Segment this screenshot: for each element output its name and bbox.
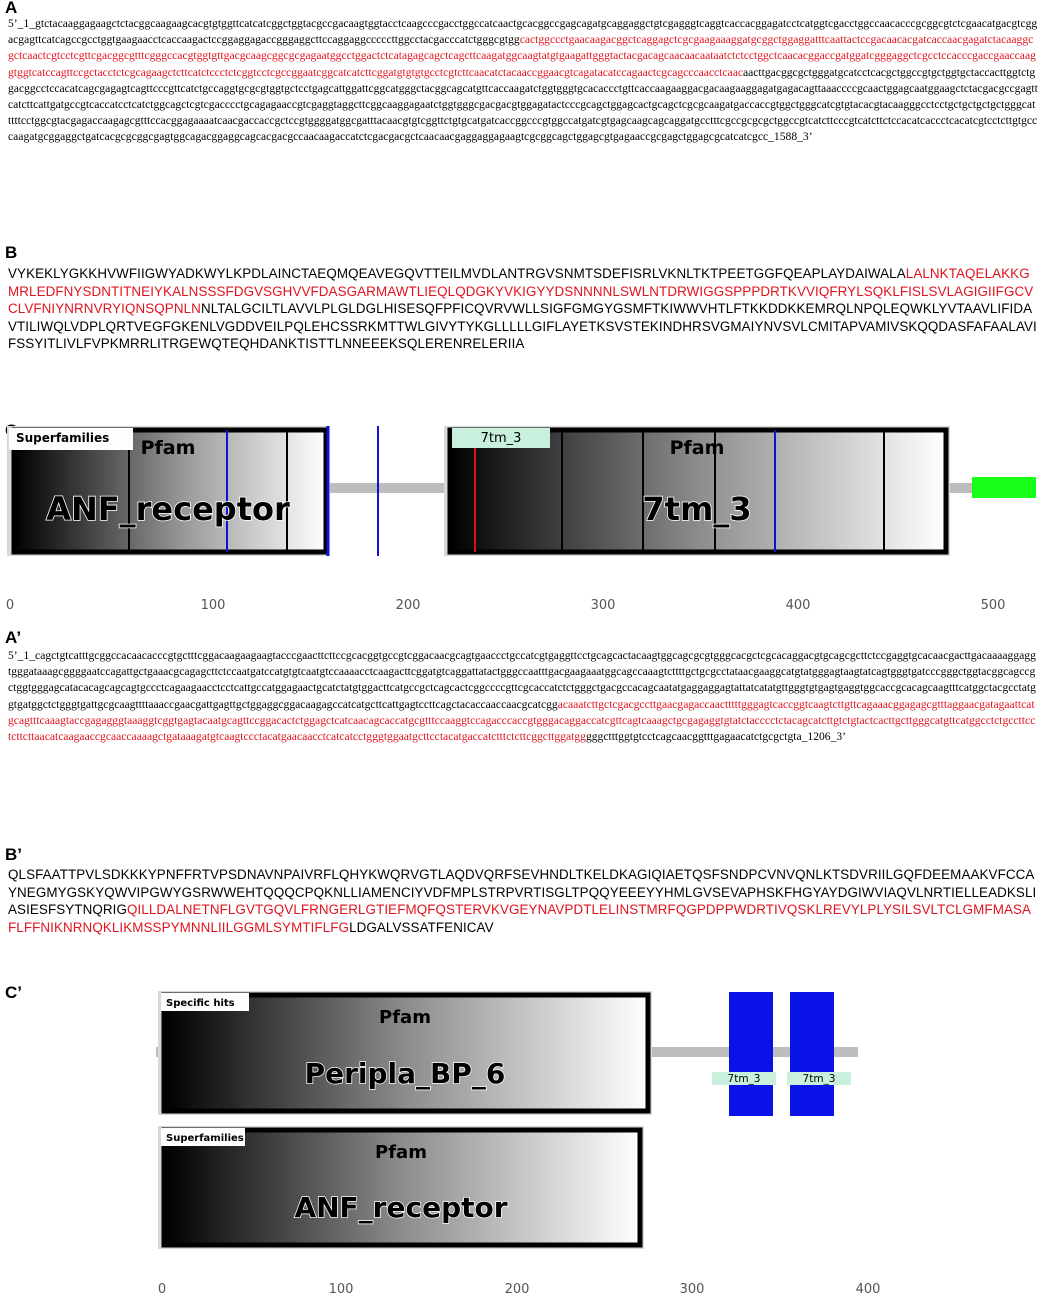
tick-label: 100 [329,1282,354,1297]
sequence-highlight: LALNKTAQELAKKGMRLEDFNYSDNTITNEIYKALNSSSF… [8,266,1034,317]
domain-diagram-c-prime: Specific hits Pfam Peripla_BP_6 7tm_3 7t… [156,991,881,1297]
tick-label: 500 [981,598,1006,613]
connector-line [330,483,445,493]
domain-name: Peripla_BP_6 [305,1057,506,1090]
axis-c: 0 100 200 300 400 500 [6,598,1006,613]
tm-label: 7tm_3 [728,1073,761,1085]
tag-label: Superfamilies [16,431,109,445]
sequence-segment: QLSFAATTPVLSDKKKYPNFFRTVPSDNAVNPAIVRFLQH… [8,867,1037,918]
source-label: Pfam [670,437,725,459]
nucleotide-sequence-a: 5’_1_gtctacaaggagaagctctacggcaagaagcacgt… [8,16,1038,146]
tag-label: 7tm_3 [481,431,522,446]
terminal-tail [972,477,1036,498]
panel-label-b: B [5,243,18,262]
tick-label: 300 [680,1282,705,1297]
protein-sequence-b: VYKEKLYGKKHVWFIIGWYADKWYLKPDLAINCTAEQMQE… [8,265,1038,353]
sequence-segment: 5’_1_cagctgtcatttgcggccacaacacccgtgctttc… [8,649,1036,711]
sequence-highlight: acaaatcttgctcgacgccttgaacgagaccaactttttg… [8,697,1036,744]
tm-segment-2[interactable]: 7tm_3 [787,992,851,1116]
tick-label: 200 [396,598,421,613]
domain-anf-receptor[interactable]: Superfamilies Pfam ANF_receptor [7,426,330,556]
tag-label: Specific hits [166,998,235,1009]
domain-peripla-bp-6[interactable]: Specific hits Pfam Peripla_BP_6 [158,991,652,1115]
tick-label: 400 [856,1282,881,1297]
panel-label-c-prime: C’ [5,983,22,1002]
tick-label: 100 [201,598,226,613]
domain-7tm-3[interactable]: 7tm_3 Pfam 7tm_3 [444,426,950,556]
panel-label-b-prime: B’ [5,845,22,864]
tick-label: 300 [591,598,616,613]
protein-sequence-b-prime: QLSFAATTPVLSDKKKYPNFFRTVPSDNAVNPAIVRFLQH… [8,866,1038,936]
connector-line [948,483,973,493]
tick-label: 200 [505,1282,530,1297]
sequence-segment: VYKEKLYGKKHVWFIIGWYADKWYLKPDLAINCTAEQMQE… [8,266,906,281]
panel-label-a-prime: A’ [5,628,22,647]
tick-label: 0 [158,1282,166,1297]
tick-label: 0 [6,598,14,613]
sequence-segment: 5’_1_gtctacaaggagaagctctacggcaagaagcacgt… [8,17,1038,47]
source-label: Pfam [379,1007,431,1028]
tick-label: 400 [786,598,811,613]
tm-label: 7tm_3 [803,1073,836,1085]
sequence-segment: aacttgacggcgctgggatgcatcctcacgctggccgtgc… [8,65,1038,144]
domain-diagram-c: Superfamilies Pfam ANF_receptor 7tm_3 Pf… [6,426,1036,613]
axis-c-prime: 0 100 200 300 400 [158,1282,881,1297]
sequence-highlight: QILLDALNETNFLGVTGQVLFRNGERLGTIEFMQFQSTER… [8,902,1032,935]
source-label: Pfam [375,1142,427,1163]
tag-label: Superfamilies [166,1133,244,1144]
sequence-segment: gggctttggtgtcctcagcaacggtttgagaacatctgcg… [585,730,847,744]
domain-name: 7tm_3 [642,490,751,528]
domain-anf-receptor-c-prime[interactable]: Superfamilies Pfam ANF_receptor [158,1126,644,1249]
tm-segment-1[interactable]: 7tm_3 [712,992,776,1116]
panel-label-a: A [5,0,18,17]
sequence-segment: NLTALGCILTLAVVLPLGLDGLHISESQFPFICQVRVWLL… [8,301,1037,352]
nucleotide-sequence-a-prime: 5’_1_cagctgtcatttgcggccacaacacccgtgctttc… [8,648,1038,745]
domain-name: ANF_receptor [46,490,290,528]
source-label: Pfam [141,437,196,459]
sequence-highlight: cactggccctgaacaagacggctcaggagctcgcgaagaa… [8,33,1036,79]
sequence-segment: LDGALVSSATFENICAV [349,919,494,935]
domain-name: ANF_receptor [294,1191,507,1224]
